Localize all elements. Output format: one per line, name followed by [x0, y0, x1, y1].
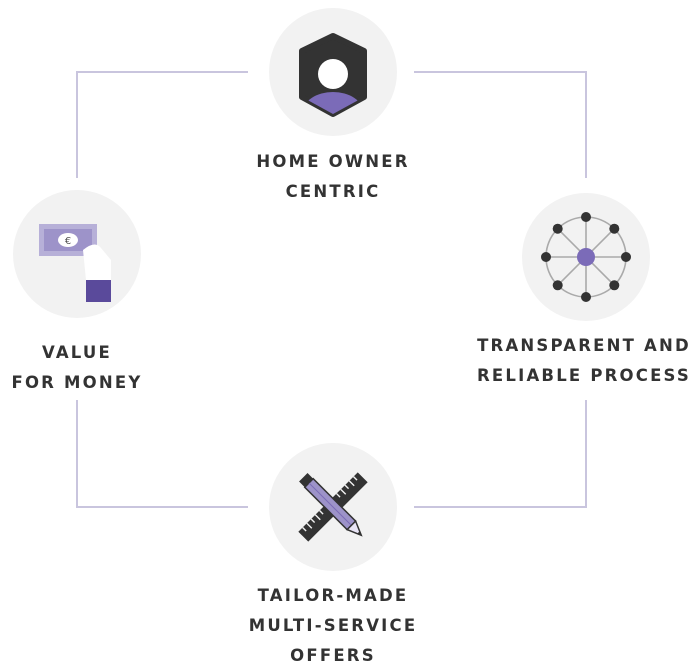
home-owner-label-line-2: CENTRIC [285, 182, 381, 201]
connector-bottom-right [414, 400, 587, 508]
network-wheel-icon [541, 212, 631, 302]
connector-top-left [76, 71, 248, 178]
svg-text:€: € [65, 236, 71, 247]
value-label: VALUE FOR MONEY [0, 338, 172, 398]
connector-top-right [414, 71, 587, 178]
home-owner-label: HOME OWNER CENTRIC [233, 147, 433, 207]
home-owner-circle [269, 8, 397, 136]
tailor-label: TAILOR-MADE MULTI-SERVICE OFFERS [213, 581, 453, 671]
tailor-label-line-1: TAILOR-MADE [257, 586, 409, 605]
transparent-circle [522, 193, 650, 321]
value-circle: € [13, 190, 141, 318]
money-hand-icon: € [39, 224, 111, 302]
tailor-circle [269, 443, 397, 571]
tailor-label-line-2: MULTI-SERVICE [248, 616, 418, 635]
transparent-label-line-1: TRANSPARENT AND [477, 336, 691, 355]
home-owner-label-line-1: HOME OWNER [256, 152, 410, 171]
tailor-label-line-3: OFFERS [290, 646, 376, 665]
value-label-line-2: FOR MONEY [11, 373, 143, 392]
person-icon [299, 33, 367, 117]
transparent-label-line-2: RELIABLE PROCESS [477, 366, 691, 385]
value-label-line-1: VALUE [41, 343, 112, 362]
pencil-ruler-icon [298, 472, 368, 542]
connector-bottom-left [76, 400, 248, 508]
transparent-label: TRANSPARENT AND RELIABLE PROCESS [464, 331, 699, 391]
